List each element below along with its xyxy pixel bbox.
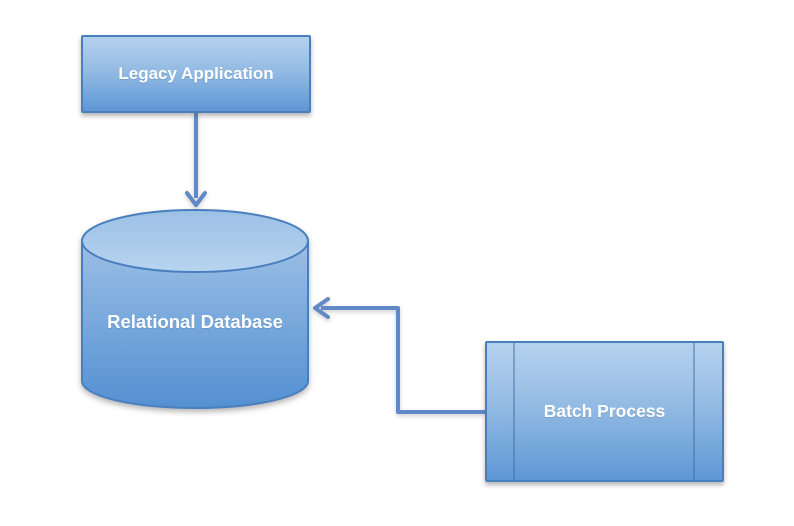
relational-database-node (81, 209, 309, 409)
left-arrowhead-icon (313, 297, 330, 319)
cylinder-body (81, 241, 309, 409)
batch-process-label: Batch Process (543, 401, 666, 421)
connector-legacy-to-database (185, 113, 207, 207)
cylinder-top (81, 209, 309, 273)
connector-batch-to-database (313, 297, 485, 414)
batch-process-node: Batch Process (485, 341, 724, 482)
relational-database-label: Relational Database (107, 311, 283, 332)
predefined-process-left-bar (513, 343, 515, 480)
legacy-application-label: Legacy Application (118, 64, 274, 83)
predefined-process-right-bar (693, 343, 695, 480)
down-arrowhead-icon (185, 191, 207, 207)
legacy-application-node: Legacy Application (81, 35, 311, 113)
